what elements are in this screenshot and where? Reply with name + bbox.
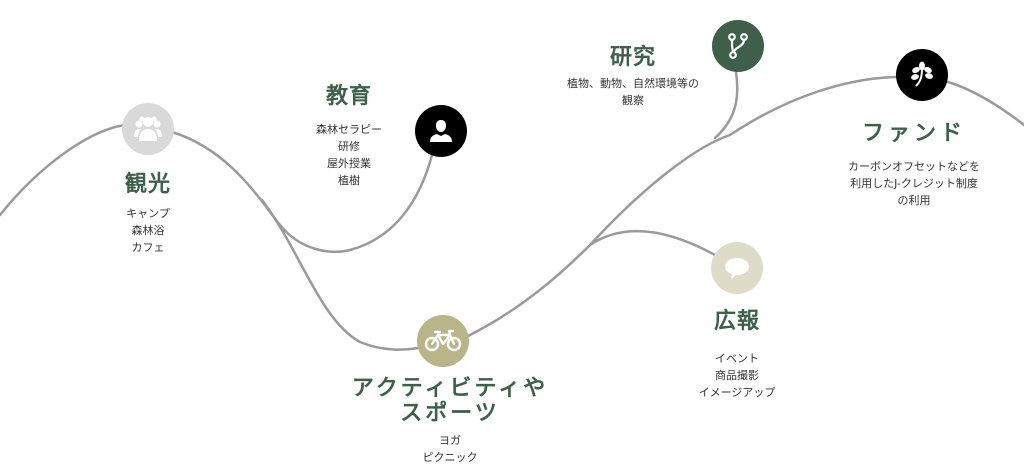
pr-description: イベント 商品撮影 イメージアップ (699, 350, 776, 401)
education-desc-line: 屋外授業 (327, 157, 371, 170)
research-label: 研究 植物、動物、自然環境等の 観察 (567, 44, 699, 109)
pr-icon-circle (711, 242, 763, 294)
fund-desc-line: カーボンオフセットなどを (848, 160, 980, 173)
pr-label: 広報 イベント 商品撮影 イメージアップ (699, 308, 776, 401)
activity-label: アクティビティや スポーツ ヨガ ピクニック (352, 376, 548, 466)
research-description: 植物、動物、自然環境等の 観察 (567, 75, 699, 109)
curve-fund-to-right (946, 80, 1024, 127)
leaf-icon (911, 61, 933, 87)
speech-bubble-icon (725, 258, 749, 279)
education-desc-line: 森林セラピー (316, 123, 382, 136)
research-title: 研究 (609, 45, 656, 70)
education-desc-line: 植樹 (338, 174, 360, 187)
tourism-title: 観光 (124, 172, 172, 197)
activity-desc-line: ピクニック (422, 451, 478, 464)
tourism-icon-circle (122, 103, 174, 155)
branch-icon (728, 33, 748, 59)
activity-icon-circle (417, 315, 469, 367)
curve-tourism-to-education (170, 130, 434, 253)
tourism-description: キャンプ 森林浴 カフェ (125, 205, 171, 256)
curve-activity-to-fund (466, 75, 898, 338)
research-icon-circle (712, 20, 764, 72)
pr-desc-line: 商品撮影 (715, 369, 759, 382)
fund-icon-circle (896, 49, 948, 101)
education-desc-line: 研修 (338, 140, 360, 153)
research-desc-line: 植物、動物、自然環境等の (567, 77, 699, 90)
pr-desc-line: イメージアップ (698, 386, 776, 399)
education-description: 森林セラピー 研修 屋外授業 植樹 (316, 121, 382, 189)
curve-main-to-pr (588, 229, 717, 257)
education-title: 教育 (325, 84, 372, 109)
research-desc-line: 観察 (622, 94, 644, 107)
bicycle-icon (424, 329, 462, 352)
activity-desc-line: ヨガ (438, 434, 461, 447)
activity-title: アクティビティや スポーツ (352, 376, 548, 426)
curve-left-to-tourism (0, 123, 127, 217)
tourism-label: 観光 キャンプ 森林浴 カフェ (125, 171, 171, 256)
fund-desc-line: の利用 (897, 194, 931, 207)
fund-label: ファンド カーボンオフセットなどを 利用したJ-クレジット制度 の利用 (848, 120, 980, 209)
pr-title: 広報 (713, 309, 760, 334)
curve-tourism-to-activity (260, 198, 420, 351)
tourism-desc-line: 森林浴 (131, 224, 165, 237)
activity-title-line: アクティビティや (351, 376, 549, 401)
group-icon (134, 116, 162, 141)
pr-desc-line: イベント (715, 352, 759, 365)
fund-desc-line: 利用したJ-クレジット制度 (850, 177, 978, 190)
education-icon-circle (415, 105, 467, 157)
education-label: 教育 森林セラピー 研修 屋外授業 植樹 (316, 83, 382, 189)
tourism-desc-line: キャンプ (126, 207, 170, 220)
user-icon (430, 120, 452, 142)
activity-title-line: スポーツ (400, 401, 500, 426)
fund-title: ファンド (861, 121, 966, 146)
tourism-desc-line: カフェ (131, 241, 165, 254)
curve-research-to-main (713, 70, 739, 140)
fund-description: カーボンオフセットなどを 利用したJ-クレジット制度 の利用 (848, 158, 980, 209)
activity-description: ヨガ ピクニック (352, 432, 548, 466)
